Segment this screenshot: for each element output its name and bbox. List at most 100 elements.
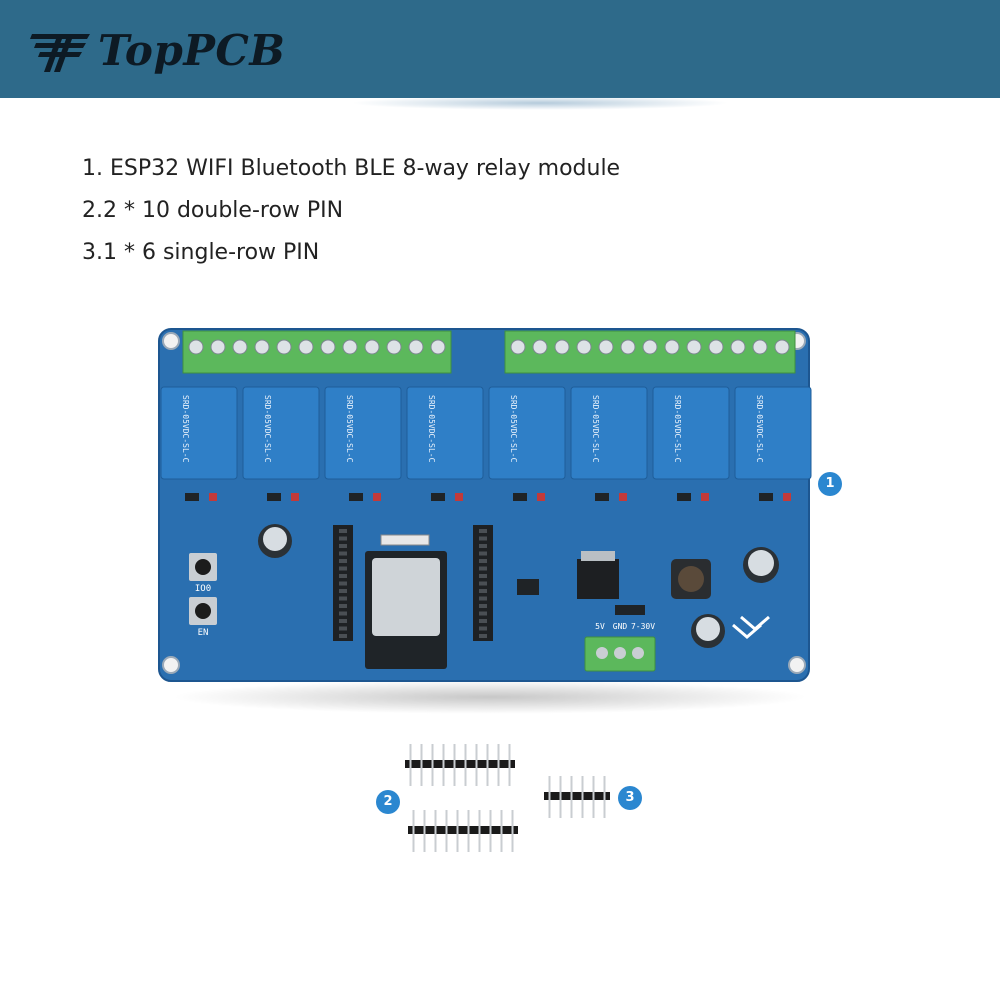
- header-socket-hole: [479, 559, 487, 563]
- status-led-row: [185, 493, 791, 501]
- enable-button: EN: [189, 597, 217, 638]
- marker-1: 1: [818, 472, 842, 496]
- header-socket-hole: [479, 604, 487, 608]
- header-socket-hole: [339, 544, 347, 548]
- transistor: [185, 493, 199, 501]
- transistor: [759, 493, 773, 501]
- header-socket-hole: [339, 536, 347, 541]
- relay: SRD-05VDC-SL-C: [652, 386, 730, 480]
- terminal-screw: [254, 339, 270, 355]
- transistor: [267, 493, 281, 501]
- mount-hole: [162, 332, 180, 350]
- header-socket-hole: [339, 589, 347, 593]
- terminal-block-right: [504, 330, 796, 374]
- inductor: [671, 559, 711, 599]
- terminal-screw: [210, 339, 226, 355]
- transistor: [349, 493, 363, 501]
- item-list: 1. ESP32 WIFI Bluetooth BLE 8-way relay …: [82, 154, 620, 280]
- led: [783, 493, 791, 501]
- header-socket-hole: [479, 536, 487, 541]
- led: [701, 493, 709, 501]
- terminal-screw: [342, 339, 358, 355]
- power-terminal: 5V GND 7-30V: [584, 622, 656, 672]
- header-socket-hole: [339, 559, 347, 563]
- mount-hole: [788, 656, 806, 674]
- svg-text:EN: EN: [198, 628, 209, 638]
- relay: SRD-05VDC-SL-C: [488, 386, 566, 480]
- diode: [615, 605, 645, 615]
- relay: SRD-05VDC-SL-C: [242, 386, 320, 480]
- led: [373, 493, 381, 501]
- header-socket-hole: [479, 581, 487, 586]
- relay-label: SRD-05VDC-SL-C: [263, 395, 272, 463]
- led: [537, 493, 545, 501]
- esp32-module: [365, 534, 447, 669]
- toppcb-logo-icon: [30, 34, 90, 72]
- banner-shadow: [350, 96, 730, 110]
- item-2: 2.2 * 10 double-row PIN: [82, 198, 344, 223]
- single-row-pin-header: [544, 776, 610, 818]
- small-transistor: [517, 579, 539, 595]
- terminal-screw: [686, 339, 702, 355]
- header-socket-hole: [479, 574, 487, 578]
- terminal-screw: [576, 339, 592, 355]
- item-3: 3.1 * 6 single-row PIN: [82, 240, 320, 265]
- header-socket-hole: [339, 529, 347, 533]
- brand-silkscreen-icon: [732, 615, 770, 639]
- terminal-screw: [664, 339, 680, 355]
- transistor: [677, 493, 691, 501]
- header-socket-hole: [479, 589, 487, 593]
- svg-text:IO0: IO0: [195, 584, 211, 594]
- led: [291, 493, 299, 501]
- header-socket-hole: [339, 634, 347, 638]
- header-socket-hole: [479, 566, 487, 571]
- mount-hole: [162, 656, 180, 674]
- double-row-pin-header-top: [405, 744, 515, 786]
- terminal-screw: [386, 339, 402, 355]
- header-socket-hole: [339, 604, 347, 608]
- relay: SRD-05VDC-SL-C: [160, 386, 238, 480]
- header-socket-hole: [479, 551, 487, 556]
- terminal-screw: [276, 339, 292, 355]
- capacitor-left: [258, 524, 292, 558]
- header-socket-hole: [479, 611, 487, 616]
- transistor: [595, 493, 609, 501]
- header-socket-hole: [339, 619, 347, 623]
- voltage-regulator: [577, 551, 619, 599]
- header-socket-hole: [479, 626, 487, 631]
- svg-text:GND: GND: [613, 622, 628, 631]
- transistor: [513, 493, 527, 501]
- led: [619, 493, 627, 501]
- relay-label: SRD-05VDC-SL-C: [181, 395, 190, 463]
- relay-row: SRD-05VDC-SL-C SRD-05VDC-SL-C SRD-05VDC-SL…: [160, 386, 812, 480]
- terminal-screw: [232, 339, 248, 355]
- header-socket-hole: [479, 529, 487, 533]
- relay: SRD-05VDC-SL-C: [406, 386, 484, 480]
- board-shadow: [170, 680, 810, 714]
- header-socket-hole: [479, 634, 487, 638]
- header-socket-hole: [479, 619, 487, 623]
- header-socket-hole: [339, 551, 347, 556]
- terminal-screw: [620, 339, 636, 355]
- terminal-screw: [752, 339, 768, 355]
- header-socket-hole: [339, 574, 347, 578]
- header-banner: TopPCB: [0, 0, 1000, 98]
- capacitor-right-top: [743, 547, 779, 583]
- terminal-screw: [320, 339, 336, 355]
- terminal-block-left: [182, 330, 452, 374]
- led: [455, 493, 463, 501]
- header-socket-hole: [479, 544, 487, 548]
- marker-3: 3: [618, 786, 642, 810]
- double-row-pin-header-bottom: [408, 810, 518, 852]
- relay: SRD-05VDC-SL-C: [734, 386, 812, 480]
- reset-button: IO0: [189, 553, 217, 594]
- terminal-screw: [188, 339, 204, 355]
- terminal-screw: [298, 339, 314, 355]
- svg-text:7-30V: 7-30V: [631, 622, 655, 631]
- relay-label: SRD-05VDC-SL-C: [755, 395, 764, 463]
- capacitor-right-bottom: [691, 614, 725, 648]
- led: [209, 493, 217, 501]
- terminal-screw: [510, 339, 526, 355]
- relay-label: SRD-05VDC-SL-C: [427, 395, 436, 463]
- header-socket-hole: [479, 596, 487, 601]
